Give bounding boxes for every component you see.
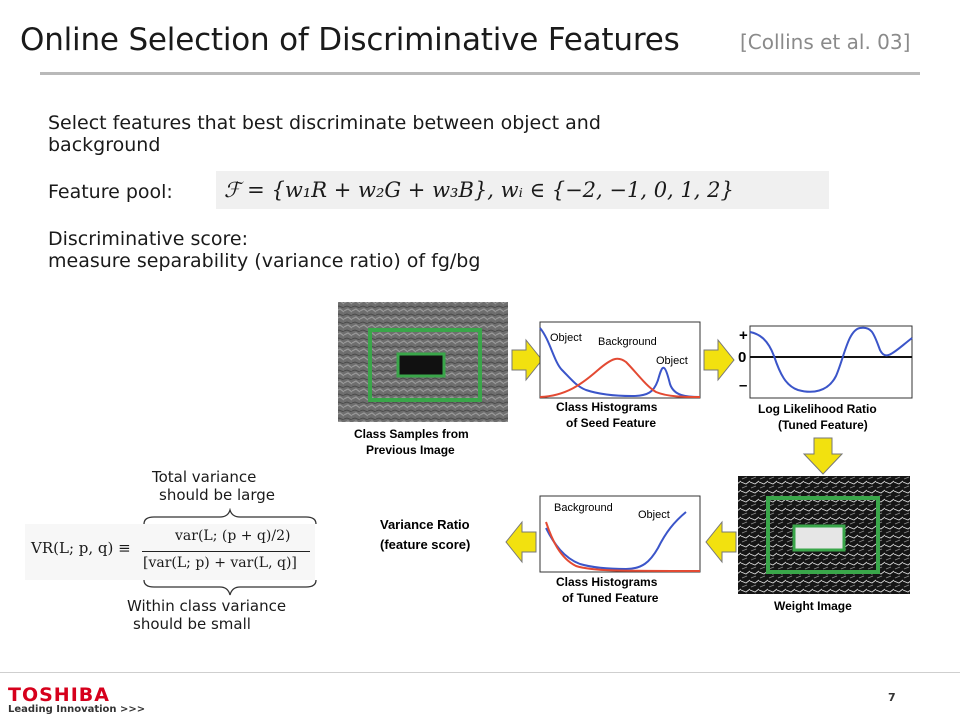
bullet-discriminative-score: Discriminative score: measure separabili… xyxy=(48,228,480,272)
pipeline-figure: Class Samples from Previous Image Object… xyxy=(336,300,918,618)
panel-log-likelihood: + 0 – Log Likelihood Ratio (Tuned Featur… xyxy=(738,325,913,432)
weight-inner-box xyxy=(792,524,846,552)
bullet-discriminative-score-line2: measure separability (variance ratio) of… xyxy=(48,250,481,272)
bullet-select-features: Select features that best discriminate b… xyxy=(48,112,601,156)
seed-object-curve xyxy=(539,327,701,398)
vr-fraction-bar xyxy=(142,551,310,552)
bullet-discriminative-score-line1: Discriminative score: xyxy=(48,228,248,250)
panel2-caption-line2: of Seed Feature xyxy=(566,416,656,430)
llr-zero-label: 0 xyxy=(738,349,746,366)
panel3-caption-line2: (Tuned Feature) xyxy=(778,418,868,432)
tuned-background-curve xyxy=(545,521,701,572)
llr-plot xyxy=(749,325,913,399)
panel1-caption-line2: Previous Image xyxy=(366,443,455,457)
panel-seed-histograms: Object Background Object Class Histogram… xyxy=(539,321,701,430)
inner-green-box xyxy=(396,352,446,378)
top-brace xyxy=(143,508,317,525)
panel4-caption: Weight Image xyxy=(774,599,852,613)
vr-formula-lhs: VR(L; p, q) ≡ xyxy=(31,539,131,557)
panel3-caption-line1: Log Likelihood Ratio xyxy=(758,402,877,416)
bullet-select-features-line1: Select features that best discriminate b… xyxy=(48,112,601,134)
llr-curve xyxy=(749,326,913,393)
weight-outer-box xyxy=(766,496,880,574)
outer-green-box xyxy=(368,328,482,402)
total-variance-label-line2: should be large xyxy=(159,486,275,504)
brand-tagline: Leading Innovation >>> xyxy=(8,704,146,715)
title-divider xyxy=(40,72,920,75)
toshiba-logo: TOSHIBA xyxy=(8,684,110,706)
tuned-label-object: Object xyxy=(638,509,670,521)
footer-divider xyxy=(0,672,960,673)
seed-label-object1: Object xyxy=(550,332,582,344)
panel1-caption-line1: Class Samples from xyxy=(354,427,469,441)
tuned-object-curve xyxy=(545,511,687,571)
panel-class-samples: Class Samples from Previous Image xyxy=(338,302,508,457)
tuned-label-background: Background xyxy=(554,502,613,514)
within-variance-label-line2: should be small xyxy=(133,615,251,633)
feature-pool-formula: ℱ = {w₁R + w₂G + w₃B}, wᵢ ∈ {−2, −1, 0, … xyxy=(216,171,829,209)
vr-formula-denominator: [var(L; p) + var(L, q)] xyxy=(143,555,297,571)
seed-label-background: Background xyxy=(598,336,657,348)
arrow-left-2 xyxy=(505,520,537,564)
arrow-down xyxy=(802,437,844,475)
panel6-line2: (feature score) xyxy=(380,537,470,552)
seed-background-curve xyxy=(539,357,701,398)
bullet-feature-pool: Feature pool: xyxy=(48,181,173,203)
panel5-caption-line1: Class Histograms xyxy=(556,575,658,589)
panel-tuned-histograms: Background Object Class Histograms of Tu… xyxy=(539,495,701,605)
vr-formula-numerator: var(L; (p + q)/2) xyxy=(175,528,291,544)
arrow-right-1 xyxy=(511,338,543,382)
arrow-right-2 xyxy=(703,338,735,382)
panel6-line1: Variance Ratio xyxy=(380,517,470,532)
llr-minus-label: – xyxy=(739,377,747,394)
slide-title: Online Selection of Discriminative Featu… xyxy=(20,22,680,58)
variance-ratio-formula: VR(L; p, q) ≡ var(L; (p + q)/2) [var(L; … xyxy=(25,524,315,580)
panel2-caption-line1: Class Histograms xyxy=(556,400,658,414)
arrow-left-1 xyxy=(705,520,737,564)
citation: [Collins et al. 03] xyxy=(740,30,911,54)
bullet-select-features-line2: background xyxy=(48,134,161,156)
seed-label-object2: Object xyxy=(656,355,688,367)
page-number: 7 xyxy=(888,691,896,704)
panel-weight-image: Weight Image xyxy=(738,476,910,613)
total-variance-label-line1: Total variance xyxy=(152,468,257,486)
bottom-brace xyxy=(143,579,317,596)
panel5-caption-line2: of Tuned Feature xyxy=(562,591,659,605)
within-variance-label-line1: Within class variance xyxy=(127,597,287,615)
llr-plus-label: + xyxy=(739,327,748,344)
